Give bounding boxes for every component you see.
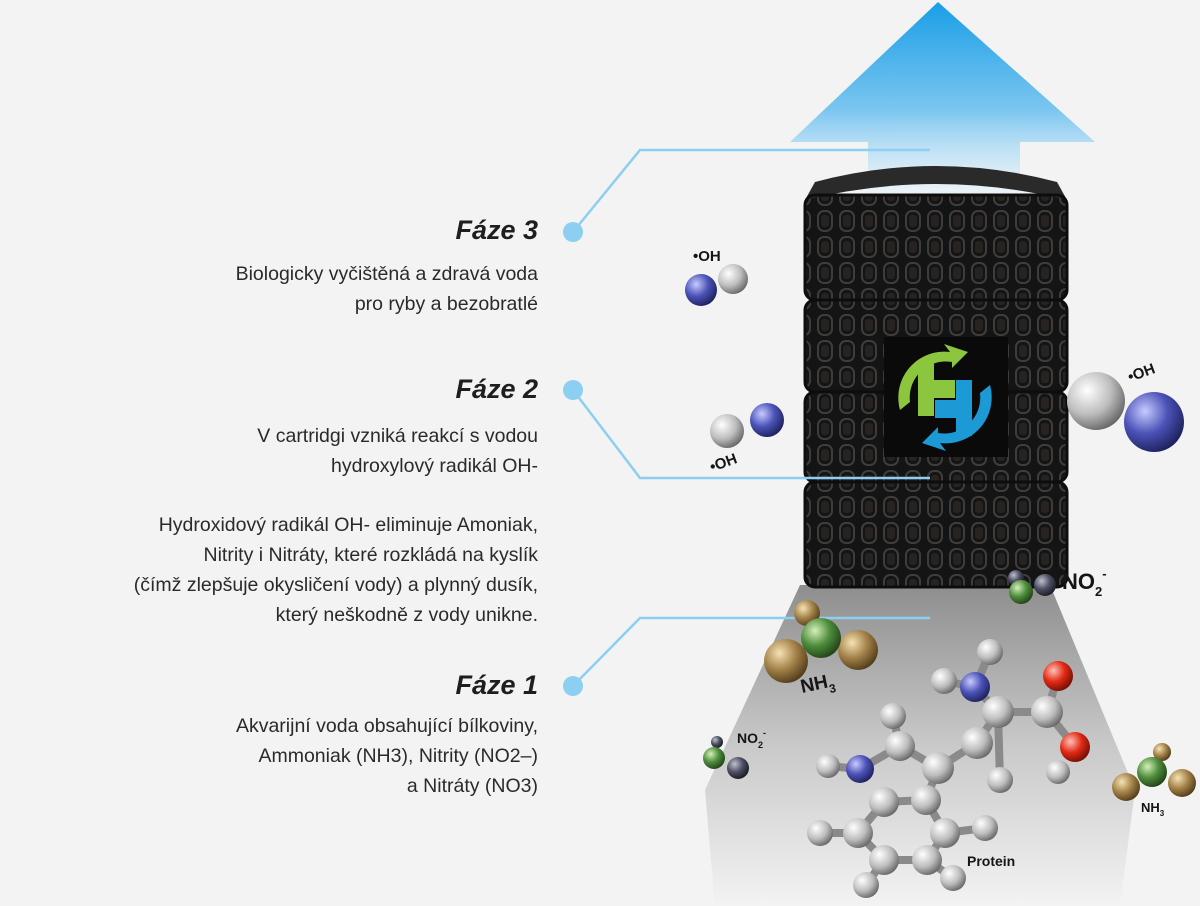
oh-label-top-left: •OH xyxy=(693,248,721,265)
oh-label-mid-left: •OH xyxy=(708,450,740,475)
connector-dot-phase-3 xyxy=(563,222,583,242)
phase-2-title: Fáze 2 xyxy=(455,374,538,404)
nh3-molecule-small: NH3 xyxy=(1112,743,1196,818)
phase-2-line-1: V cartridgi vzniká reakcí s vodou xyxy=(257,425,538,447)
brand-logo xyxy=(884,337,1008,457)
connector-phase-2 xyxy=(572,389,930,480)
protein-label: Protein xyxy=(967,853,1015,869)
connector-phase-3 xyxy=(572,148,930,233)
phase-1-line-1: Akvarijní voda obsahující bílkoviny, xyxy=(235,715,538,737)
phase-1-line-2: Ammoniak (NH3), Nitrity (NO2–) xyxy=(258,745,538,767)
phase-2-detail: Hydroxidový radikál OH- eliminuje Amonia… xyxy=(134,510,538,630)
no2-molecule-small: NO2- xyxy=(703,728,766,779)
oh-molecule-mid-left: •OH xyxy=(708,403,784,476)
phase-1-line-3: a Nitráty (NO3) xyxy=(406,775,538,797)
phase-3-line-1: Biologicky vyčištěná a zdravá voda xyxy=(235,263,538,285)
phase-1-title: Fáze 1 xyxy=(455,670,538,700)
no2-label-large: NO2- xyxy=(1062,566,1107,599)
phase-3-line-2: pro ryby a bezobratlé xyxy=(354,293,538,315)
connector-dot-phase-2 xyxy=(563,380,583,400)
up-arrow xyxy=(790,2,1095,200)
protein-molecule: Protein xyxy=(807,639,1090,898)
no2-label-small: NO2- xyxy=(737,728,766,750)
nh3-label-small: NH3 xyxy=(1141,800,1165,818)
oh-molecule-right: •OH xyxy=(1067,360,1184,452)
phase-1-description: Akvarijní voda obsahující bílkoviny, Amm… xyxy=(236,711,538,801)
phase-3-description: Biologicky vyčištěná a zdravá voda pro r… xyxy=(236,259,538,319)
connector-dot-phase-1 xyxy=(563,676,583,696)
phase-3-title: Fáze 3 xyxy=(455,215,538,245)
nh3-molecule-large: NH3 xyxy=(764,600,878,698)
oh-label-right: •OH xyxy=(1126,360,1158,385)
oh-molecule-top-left: •OH xyxy=(685,248,748,306)
phase-2-detail-line-3: (čímž zlepšuje okysličení vody) a plynný… xyxy=(133,574,538,596)
phase-2-detail-line-1: Hydroxidový radikál OH- eliminuje Amonia… xyxy=(158,514,538,536)
phase-2-line-2: hydroxylový radikál OH- xyxy=(331,455,538,477)
connector-phase-1 xyxy=(572,616,930,687)
no2-molecule-large: NO2- xyxy=(1008,566,1107,604)
phase-2-detail-line-4: který neškodně z vody unikne. xyxy=(275,604,538,626)
phase-2-detail-line-2: Nitrity i Nitráty, které rozkládá na kys… xyxy=(203,544,538,566)
phase-2-description: V cartridgi vzniká reakcí s vodou hydrox… xyxy=(257,421,538,481)
